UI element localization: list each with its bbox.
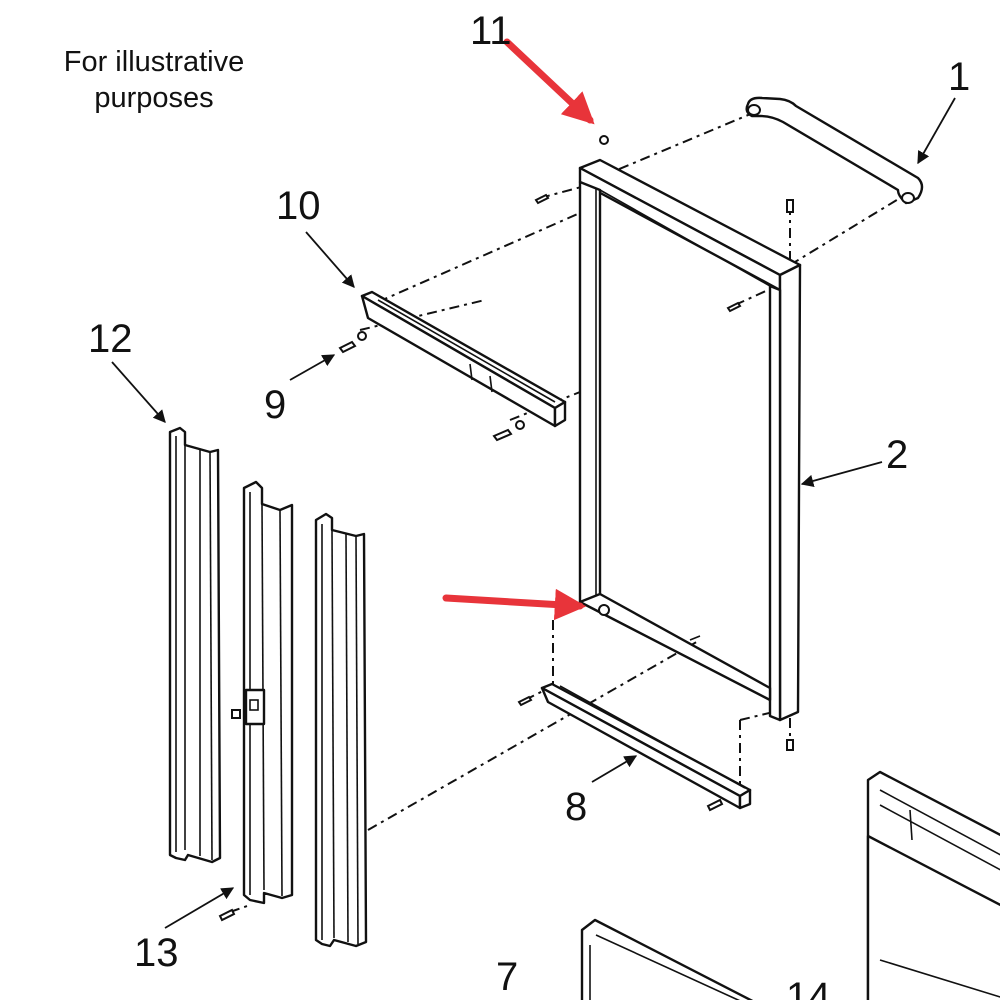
callout-1: 1 [948, 55, 970, 99]
jamb-middle [242, 480, 294, 905]
callout-7: 7 [496, 955, 518, 999]
callout-labels: 1 2 7 8 9 10 11 12 13 14 [88, 9, 970, 1000]
callout-12: 12 [88, 317, 133, 361]
caption-line-1: For illustrative [63, 46, 245, 78]
panel-14 [866, 770, 1000, 1000]
leader-1-icon [917, 97, 956, 165]
panel-7 [580, 918, 754, 1000]
leader-9-icon [289, 354, 336, 381]
illustrative-caption: For illustrative purposes [30, 44, 278, 116]
door-frame [578, 135, 802, 722]
leader-10-icon [305, 231, 355, 288]
caption-line-2: purposes [94, 82, 214, 114]
leader-8-icon [591, 755, 638, 783]
fastener-top-icon [599, 135, 609, 145]
fastener-bottom-icon [598, 604, 610, 616]
top-bracket [360, 290, 567, 428]
callout-8: 8 [565, 785, 587, 829]
leader-arrows [111, 97, 956, 929]
callout-11: 11 [470, 9, 512, 53]
callout-2: 2 [886, 433, 908, 477]
jamb-left [168, 426, 222, 864]
leader-13-icon [164, 887, 235, 929]
leader-2-icon [800, 461, 883, 488]
callout-14: 14 [786, 975, 831, 1000]
screws [218, 193, 794, 922]
leader-12-icon [111, 361, 166, 423]
screw-9-icon [338, 340, 357, 354]
highlight-arrows [442, 38, 595, 621]
handle-bar [745, 96, 924, 205]
callout-10: 10 [276, 184, 321, 228]
callout-9: 9 [264, 383, 286, 427]
highlight-arrow-bottom-icon [442, 588, 587, 621]
bottom-track [540, 682, 752, 810]
highlight-arrow-top-icon [503, 38, 595, 125]
callout-13: 13 [134, 931, 179, 975]
jamb-right [314, 512, 368, 948]
